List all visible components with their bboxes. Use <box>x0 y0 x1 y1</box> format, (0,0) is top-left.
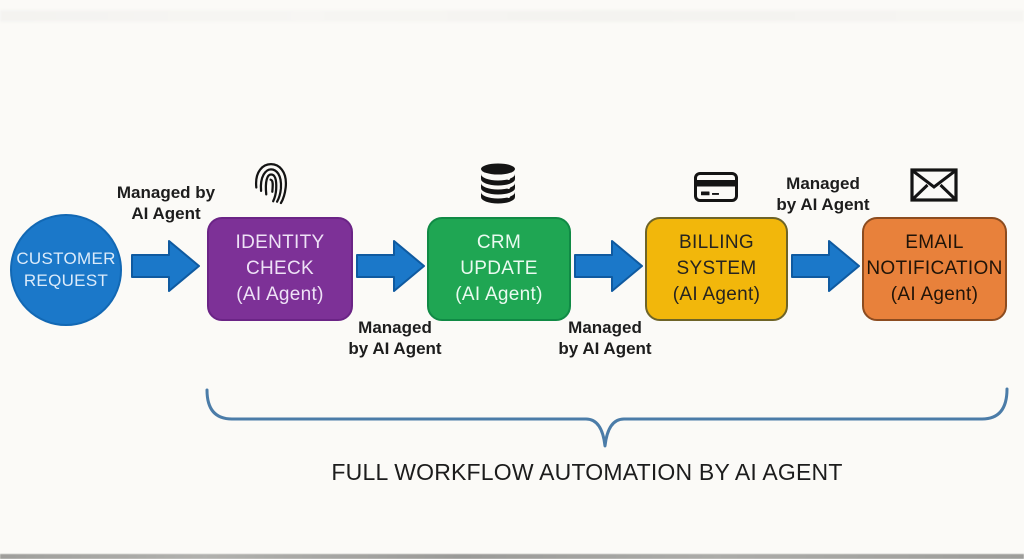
managed-by-label-2: Managed by AI Agent <box>329 317 461 359</box>
node-billing-system-line2: SYSTEM <box>676 258 757 279</box>
workflow-brace <box>205 387 1009 448</box>
credit-card-icon <box>694 172 738 202</box>
node-crm-update-line2: UPDATE <box>460 258 538 279</box>
managed-by-label-1-line1: Managed by <box>116 183 216 202</box>
node-email-notification-line3: (AI Agent) <box>890 284 979 305</box>
node-billing-system-line3: (AI Agent) <box>672 284 761 305</box>
managed-by-label-4-line1: Managed <box>786 174 860 193</box>
start-node-label-line2: REQUEST <box>23 271 109 290</box>
top-scan-artifact <box>0 10 1024 22</box>
flow-arrow-2 <box>356 240 425 292</box>
managed-by-label-3-line1: Managed <box>568 318 642 337</box>
managed-by-label-1-line2: AI Agent <box>131 204 201 223</box>
diagram-title: FULL WORKFLOW AUTOMATION BY AI AGENT <box>331 459 843 485</box>
managed-by-label-4: Managed by AI Agent <box>757 173 889 215</box>
database-icon <box>481 163 515 204</box>
flow-arrow-1 <box>131 240 200 292</box>
managed-by-label-2-line2: by AI Agent <box>348 339 442 358</box>
node-identity-check: IDENTITY CHECK (AI Agent) <box>207 217 353 321</box>
managed-by-label-4-line2: by AI Agent <box>776 195 870 214</box>
node-crm-update-line3: (AI Agent) <box>455 284 543 305</box>
managed-by-label-2-line1: Managed <box>358 318 432 337</box>
bottom-scan-artifact <box>0 554 1024 559</box>
node-crm-update: CRM UPDATE (AI Agent) <box>427 217 571 321</box>
start-node-label-line1: CUSTOMER <box>16 249 116 268</box>
managed-by-label-3-line2: by AI Agent <box>558 339 652 358</box>
node-identity-check-line3: (AI Agent) <box>236 284 324 305</box>
node-billing-system: BILLING SYSTEM (AI Agent) <box>645 217 788 321</box>
fingerprint-icon <box>255 163 287 205</box>
node-email-notification-line1: EMAIL <box>905 232 964 253</box>
managed-by-label-3: Managed by AI Agent <box>539 317 671 359</box>
node-email-notification: EMAIL NOTIFICATION (AI Agent) <box>862 217 1007 321</box>
node-identity-check-line2: CHECK <box>245 258 314 279</box>
flow-arrow-4 <box>791 240 860 292</box>
managed-by-label-1: Managed by AI Agent <box>100 182 232 224</box>
start-node-customer-request: CUSTOMER REQUEST <box>10 214 122 326</box>
node-crm-update-line1: CRM <box>476 232 522 253</box>
envelope-icon <box>910 168 958 202</box>
node-identity-check-line1: IDENTITY <box>235 232 325 253</box>
node-billing-system-line1: BILLING <box>679 232 754 253</box>
node-email-notification-line2: NOTIFICATION <box>866 258 1003 279</box>
flow-arrow-3 <box>574 240 643 292</box>
